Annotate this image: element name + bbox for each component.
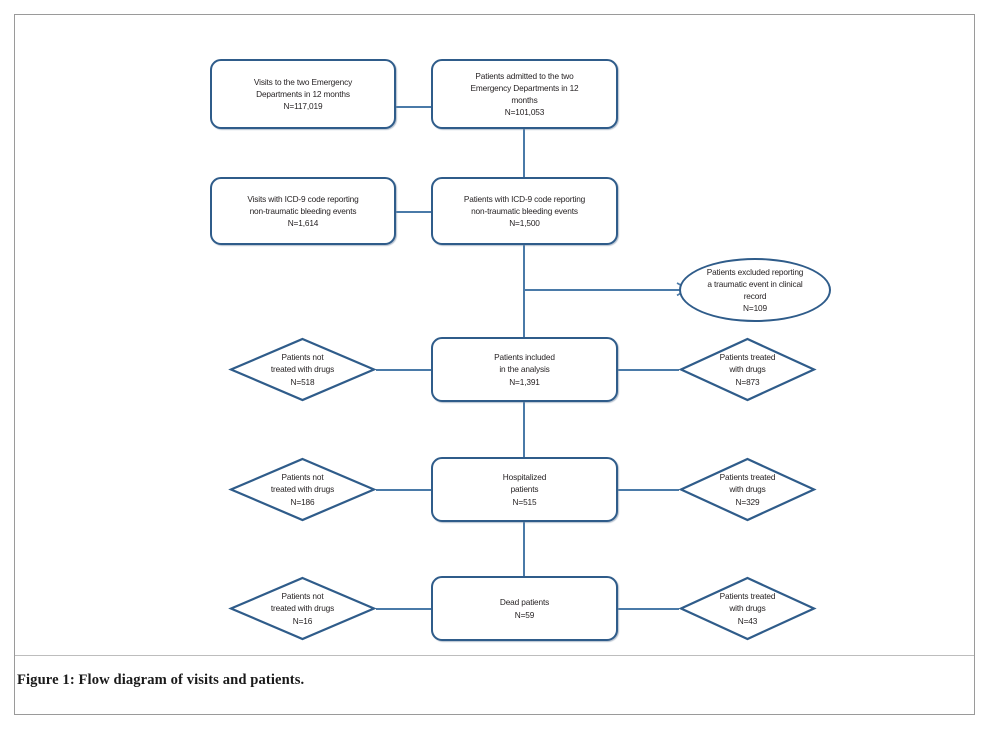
node-patients-excluded-label: Patients excluded reporting a traumatic … bbox=[706, 266, 804, 314]
node-hospitalized-treated[interactable]: Patients treated with drugs N=329 bbox=[678, 457, 817, 522]
edge-visitsicd9-to-patientsicd9 bbox=[396, 211, 436, 213]
diamond-shape bbox=[228, 576, 377, 641]
edge-included-to-hospitalized bbox=[523, 402, 525, 470]
node-included-treated[interactable]: Patients treated with drugs N=873 bbox=[678, 337, 817, 402]
node-dead-not-treated[interactable]: Patients not treated with drugs N=16 bbox=[228, 576, 377, 641]
node-patients-icd9-label: Patients with ICD-9 code reporting non-t… bbox=[463, 193, 586, 228]
diamond-shape bbox=[678, 337, 817, 402]
diamond-shape bbox=[678, 457, 817, 522]
node-dead[interactable]: Dead patients N=59 bbox=[431, 576, 618, 641]
node-patients-admitted-label: Patients admitted to the two Emergency D… bbox=[470, 70, 579, 118]
figure-caption: Figure 1: Flow diagram of visits and pat… bbox=[17, 672, 305, 688]
node-dead-not-treated-label: Patients not treated with drugs N=16 bbox=[270, 591, 335, 626]
edge-visits-to-admitted bbox=[396, 106, 436, 108]
node-hospitalized-label: Hospitalized patients N=515 bbox=[502, 472, 547, 507]
diamond-shape bbox=[228, 457, 377, 522]
diamond-shape bbox=[678, 576, 817, 641]
diamond-shape bbox=[228, 337, 377, 402]
edge-hospitalized-to-treated bbox=[610, 489, 679, 491]
node-hospitalized-treated-label: Patients treated with drugs N=329 bbox=[719, 472, 776, 507]
node-dead-treated-label: Patients treated with drugs N=43 bbox=[719, 591, 776, 626]
node-visits-icd9[interactable]: Visits with ICD-9 code reporting non-tra… bbox=[210, 177, 396, 245]
node-visits-total[interactable]: Visits to the two Emergency Departments … bbox=[210, 59, 396, 129]
caption-divider bbox=[15, 655, 974, 656]
node-dead-label: Dead patients N=59 bbox=[499, 597, 550, 620]
edge-admitted-to-icd9 bbox=[523, 127, 525, 195]
edge-dead-to-treated bbox=[610, 608, 679, 610]
node-hospitalized-not-treated[interactable]: Patients not treated with drugs N=186 bbox=[228, 457, 377, 522]
node-included-not-treated-label: Patients not treated with drugs N=518 bbox=[270, 352, 335, 387]
node-included-not-treated[interactable]: Patients not treated with drugs N=518 bbox=[228, 337, 377, 402]
edge-hospitalized-to-not-treated bbox=[376, 489, 436, 491]
node-patients-icd9[interactable]: Patients with ICD-9 code reporting non-t… bbox=[431, 177, 618, 245]
node-patients-admitted[interactable]: Patients admitted to the two Emergency D… bbox=[431, 59, 618, 129]
node-hospitalized[interactable]: Hospitalized patients N=515 bbox=[431, 457, 618, 522]
node-dead-treated[interactable]: Patients treated with drugs N=43 bbox=[678, 576, 817, 641]
node-patients-included-label: Patients included in the analysis N=1,39… bbox=[494, 352, 555, 387]
edge-included-to-treated bbox=[610, 369, 679, 371]
edge-icd9-to-excluded bbox=[523, 289, 681, 291]
node-visits-icd9-label: Visits with ICD-9 code reporting non-tra… bbox=[247, 193, 359, 228]
edge-included-to-not-treated bbox=[376, 369, 436, 371]
edge-icd9-to-included bbox=[523, 237, 525, 337]
node-included-treated-label: Patients treated with drugs N=873 bbox=[719, 352, 776, 387]
node-patients-excluded[interactable]: Patients excluded reporting a traumatic … bbox=[679, 258, 831, 322]
flow-diagram: Visits to the two Emergency Departments … bbox=[15, 15, 976, 716]
node-visits-total-label: Visits to the two Emergency Departments … bbox=[253, 76, 353, 111]
edge-hospitalized-to-dead bbox=[523, 521, 525, 583]
node-patients-included[interactable]: Patients included in the analysis N=1,39… bbox=[431, 337, 618, 402]
figure-frame: Visits to the two Emergency Departments … bbox=[14, 14, 975, 715]
node-hospitalized-not-treated-label: Patients not treated with drugs N=186 bbox=[270, 472, 335, 507]
edge-dead-to-not-treated bbox=[376, 608, 436, 610]
